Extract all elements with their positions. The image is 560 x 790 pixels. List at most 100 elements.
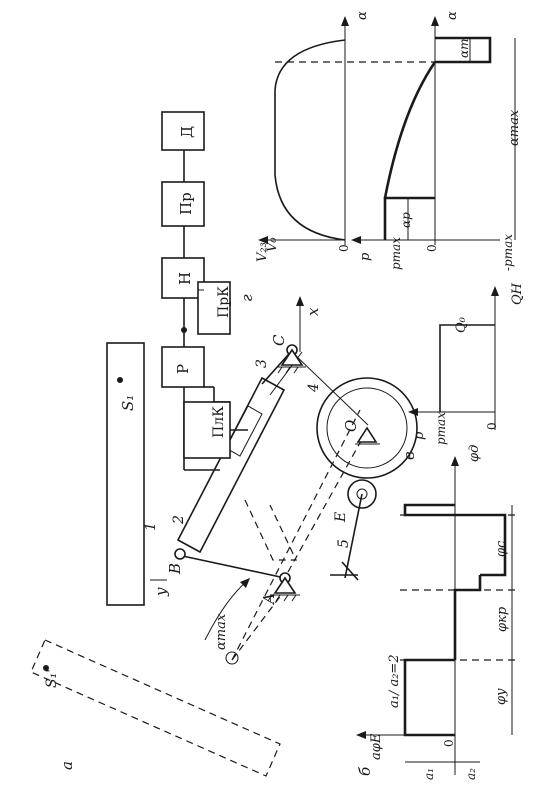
hydraulic-block-chain: Д Пр Н ПрК Р ПлК (161, 111, 248, 471)
alpha-t-label: αт (457, 39, 471, 58)
swung-pivot (225, 651, 239, 665)
block-plk-label: ПлК (211, 406, 227, 438)
shaft-5 (344, 493, 363, 579)
point-o-label: O (342, 420, 360, 432)
neg-pmax-label: -pmax (501, 234, 515, 271)
v0-label: V₀ (265, 237, 280, 252)
graph-b-panel: φд aφE 0 φу φкр φс a₁ a₂ a₁/ a₂=2 б (356, 445, 520, 780)
step-coast (453, 575, 482, 660)
q-curve (439, 324, 495, 412)
point-b-label: B (166, 563, 184, 575)
a1-label: a₁ (422, 768, 436, 780)
q0-label: Q₀ (454, 316, 469, 333)
y-axis-label: y (152, 587, 170, 597)
a2-label: a₂ (464, 768, 478, 780)
graph-g-top: α V₂₃ V₀ 0 г (238, 11, 370, 302)
phi-c-label: φс (494, 540, 509, 557)
alpha-axis-top-arrow (341, 16, 349, 26)
dashed-swing-line (231, 409, 361, 661)
pivot-c (277, 344, 306, 374)
number-5: 5 (336, 539, 352, 548)
pmax-label-v: pmax (434, 412, 448, 445)
dashed-swing-line-2 (231, 589, 286, 661)
alpha-max-label: αmax (214, 613, 229, 650)
cylinder-alt-position (244, 499, 297, 561)
point-a-label: A (260, 593, 278, 606)
point-c-label: C (270, 334, 288, 346)
p-curve (383, 61, 437, 199)
a-phi-e-label: aφE (369, 733, 384, 760)
link-1 (177, 554, 286, 579)
block-pr (161, 181, 205, 227)
alpha-max-arrow (240, 578, 250, 588)
s1-point (117, 377, 123, 383)
alpha-p-label: αр (399, 212, 413, 228)
block-n-label: Н (176, 272, 194, 285)
block-pr-label: Пр (177, 192, 195, 215)
block-prk-label: ПрК (216, 286, 232, 318)
cylinder-piston (225, 405, 263, 457)
label-s1: S₁ (119, 395, 137, 411)
pivot-b (174, 548, 186, 560)
number-3: 3 (254, 359, 270, 368)
alpha-max-label-g: αmax (507, 109, 522, 146)
number-1: 1 (143, 522, 159, 531)
alpha-axis-bottom-arrow (431, 16, 439, 26)
block-r (161, 346, 205, 388)
alpha-label-top: α (355, 11, 370, 20)
block-plk (183, 401, 231, 459)
v23-curve (274, 39, 346, 241)
x-axis-label: x (304, 307, 322, 316)
pivot-o (356, 426, 378, 443)
qn-label: QН (510, 282, 525, 305)
graph-b-zero: 0 (442, 739, 456, 747)
graph-v-panel: p pmax 0 Q₀ QН в (400, 282, 525, 460)
gear-4-inner (326, 387, 408, 469)
block-d (161, 111, 205, 151)
ratio-label: a₁/ a₂=2 (387, 654, 402, 708)
label-s1-prime: S₁' (44, 669, 60, 688)
v23-label: V₂₃ (255, 242, 270, 262)
zero-label-v: 0 (485, 422, 499, 430)
s1-prime-point (43, 665, 49, 671)
p-label-v: p (412, 431, 427, 440)
panel-g-label: г (238, 294, 256, 302)
phi-d-label: φд (467, 445, 482, 462)
phi-kr-label: φкр (495, 606, 510, 632)
v-axis-top-arrow (258, 236, 268, 244)
step-accel (403, 658, 455, 737)
number-2: 2 (171, 515, 187, 525)
block-r-label: Р (174, 364, 192, 374)
mechanism-panel-a: S₁ S₁' y x αmax (30, 296, 418, 777)
gear-4-outer (316, 377, 418, 479)
phi-axis-arrow (451, 456, 459, 466)
zero-label-g: 0 (425, 244, 439, 252)
support-5-line (341, 561, 359, 581)
p-label-g: p (358, 252, 373, 261)
p-axis-g-arrow (351, 236, 361, 244)
pivot-a (267, 572, 300, 602)
panel-a-label: а (58, 761, 76, 770)
a-axis-arrow (356, 731, 366, 739)
swung-position-outline (30, 639, 281, 777)
q-axis-arrow (491, 286, 499, 296)
dashed-a-o (287, 431, 367, 573)
number-4: 4 (306, 383, 322, 393)
alpha-label-bottom: α (445, 11, 460, 20)
link-c-o (291, 351, 369, 426)
point-e-label: E (333, 512, 349, 523)
graph-g-bottom: p pmax -pmax 0 α αр αт αmax (351, 11, 522, 271)
zero-label-top: 0 (337, 244, 351, 252)
p-step-2 (435, 36, 492, 64)
panel-v-label: в (400, 451, 418, 460)
p-axis-v-arrow (408, 408, 418, 416)
gear-e-hub (356, 488, 368, 500)
machine-bed-bar (106, 342, 145, 606)
panel-b-label: б (356, 766, 374, 776)
pmax-label-g: pmax (389, 237, 403, 270)
block-prk (197, 281, 231, 335)
x-axis-arrow (296, 296, 304, 306)
block-n (161, 257, 205, 299)
